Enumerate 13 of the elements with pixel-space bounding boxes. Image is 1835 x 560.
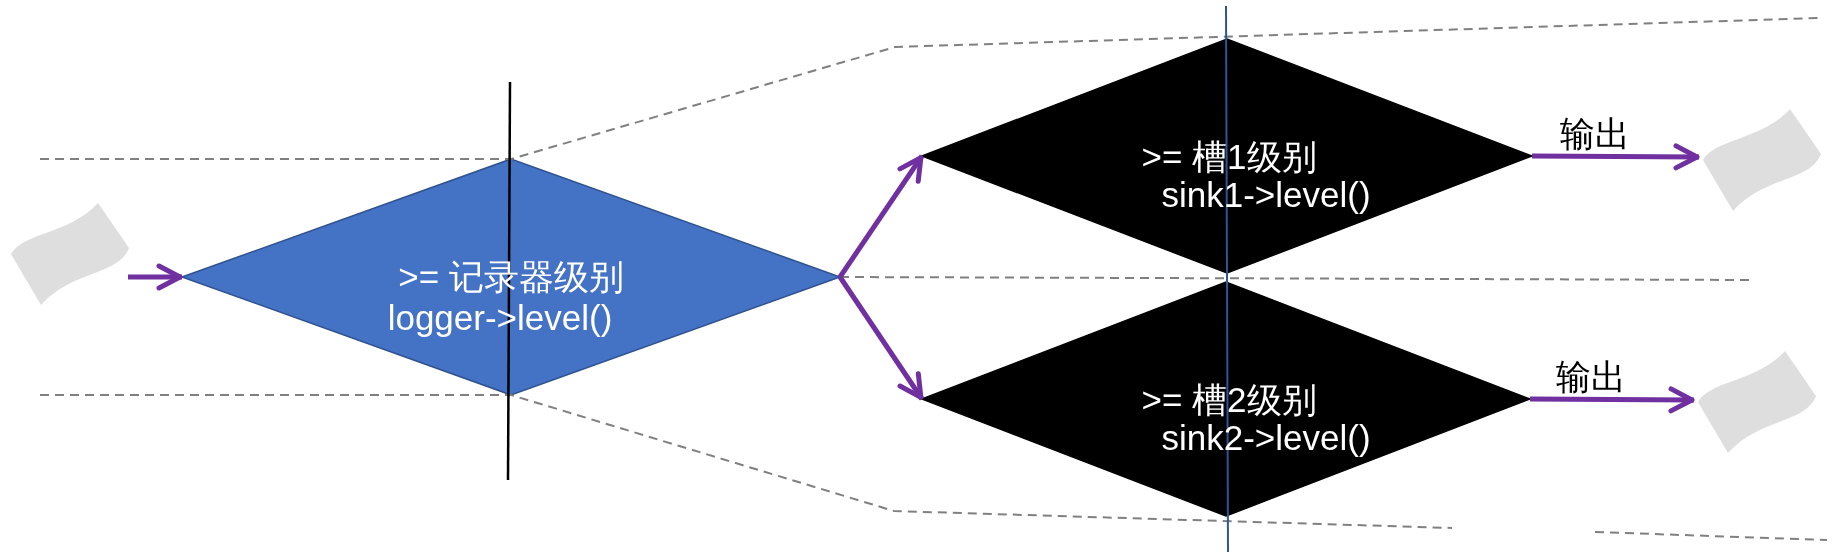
wave-shape [10, 202, 130, 306]
condition-label: >= 槽2级别 [1141, 381, 1317, 419]
arrow [1532, 143, 1700, 171]
decision-diamond [922, 282, 1530, 516]
arrow [837, 275, 925, 401]
wave-shape [1697, 350, 1817, 454]
decision-diamond [922, 39, 1532, 273]
decision-diamond [182, 159, 840, 395]
arrow [128, 263, 183, 291]
wave-shape [1702, 108, 1822, 212]
condition-label: >= 槽1级别 [1141, 138, 1317, 176]
arrow [1530, 386, 1695, 414]
arrow [837, 154, 925, 279]
